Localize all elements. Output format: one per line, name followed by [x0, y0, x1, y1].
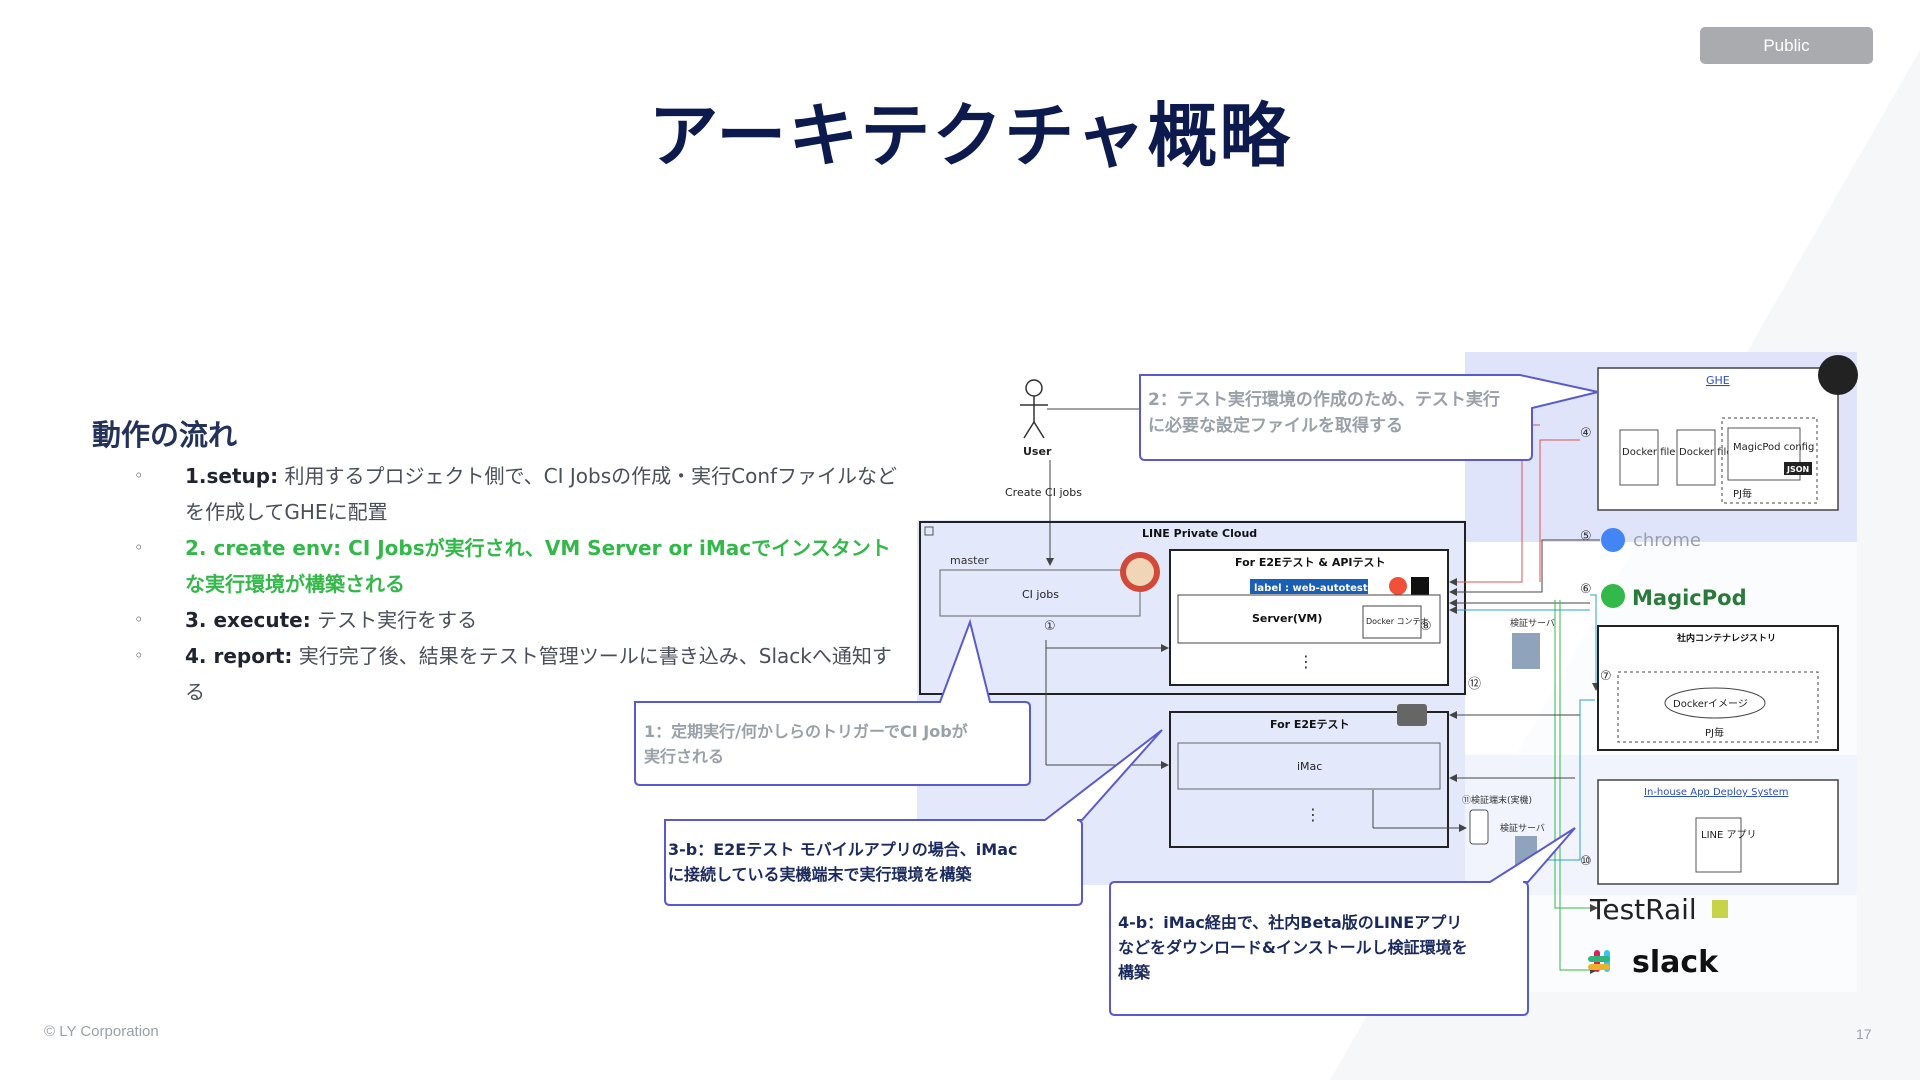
e2e-imac-box — [1169, 711, 1449, 848]
magicpod-icon — [1601, 584, 1625, 608]
e2e-api-title: For E2Eテスト & APIテスト — [1235, 556, 1385, 569]
callout-2 — [1139, 374, 1599, 461]
verify-device-label: ⑪検証端末(実機) — [1462, 794, 1532, 806]
chrome-icon — [1601, 528, 1625, 552]
dots-vm: ⋮ — [1298, 652, 1314, 671]
flow-item-text: 利用するプロジェクト側で、CI Jobsの作成・実行Confファイルなどを作成し… — [185, 464, 898, 524]
flow-item-text: CI Jobsが実行され、VM Server or iMacでインスタント な実… — [185, 536, 891, 596]
pj-each-label: PJ毎 — [1733, 487, 1752, 500]
registry-label: 社内コンテナレジストリ — [1676, 632, 1776, 644]
flow-item-text: 実行完了後、結果をテスト管理ツールに書き込み、Slackへ通知する — [185, 644, 892, 704]
pj-group-2 — [1617, 671, 1819, 743]
flow-item-text: テスト実行をする — [310, 608, 478, 632]
callout-1-line1: 1：定期実行/何かしらのトリガーでCI Jobが — [644, 722, 968, 741]
bullet-icon: ◦ — [134, 466, 144, 485]
github-icon — [1818, 355, 1858, 395]
circle4-label: ④ — [1580, 426, 1592, 441]
docker-image-label: Dockerイメージ — [1673, 699, 1748, 710]
circle8-label: ⑧ — [1420, 619, 1432, 634]
dockerfile-2-label: Docker file — [1679, 447, 1732, 458]
docker-container-box — [1362, 605, 1422, 639]
private-cloud-box — [919, 521, 1466, 695]
flow-item-setup: ◦ 1.setup: 利用するプロジェクト側で、CI Jobsの作成・実行Con… — [130, 458, 900, 530]
slack-logo: slack — [1632, 945, 1719, 980]
page-title: アーキテクチャ概略 — [648, 95, 1292, 177]
phone-icon — [1469, 809, 1489, 845]
callout-4-line3: 構築 — [1118, 963, 1151, 982]
json-tag: JSON — [1786, 465, 1809, 474]
magicpod-config-label: MagicPod config — [1733, 442, 1814, 453]
docker-container-label: Docker コンテナ — [1366, 617, 1429, 626]
flow-list: ◦ 1.setup: 利用するプロジェクト側で、CI Jobsの作成・実行Con… — [130, 458, 900, 710]
deploy-system-label: In-house App Deploy System — [1644, 787, 1788, 798]
flow-item-key: 4. report: — [185, 644, 293, 668]
flow-item-key: 2. create env: — [185, 536, 349, 560]
magicpod-label: MagicPod — [1632, 586, 1747, 610]
ci-jobs-box — [939, 569, 1141, 617]
circle10-label: ⑩ — [1580, 854, 1592, 869]
flow-item-create-env: ◦ 2. create env: CI Jobsが実行され、VM Server … — [130, 530, 900, 602]
flow-item-execute: ◦ 3. execute: テスト実行をする — [130, 602, 900, 638]
callout-4-line2: などをダウンロード&インストールし検証環境を — [1118, 938, 1468, 957]
slack-icon — [1588, 950, 1610, 972]
ci-jobs-label: CI jobs — [1022, 588, 1059, 601]
label-tag: label : web-autotest — [1254, 583, 1368, 594]
flow-item-key: 1.setup: — [185, 464, 279, 488]
chrome-label: chrome — [1633, 530, 1701, 551]
appium-icon — [1411, 577, 1429, 595]
master-label: master — [950, 554, 989, 567]
bullet-icon: ◦ — [134, 646, 144, 665]
footer-copyright: © LY Corporation — [44, 1023, 159, 1040]
callout-2-line1: 2：テスト実行環境の作成のため、テスト実行 — [1148, 389, 1500, 410]
user-label: User — [1023, 445, 1052, 458]
flow-item-key: 3. execute: — [185, 608, 311, 632]
circle1-label: ① — [1044, 619, 1056, 634]
server-icon — [1512, 633, 1540, 669]
flow-heading: 動作の流れ — [92, 418, 238, 452]
testrail-logo: TestRail — [1589, 893, 1697, 926]
docker-image-ellipse — [1664, 687, 1766, 719]
dockerfile-1 — [1619, 429, 1659, 486]
create-jobs-label: Create CI jobs — [1005, 486, 1082, 499]
swift-icon — [1389, 577, 1407, 595]
callout-3-line2: に接続している実機端末で実行環境を構築 — [668, 865, 973, 884]
ghe-label: GHE — [1706, 374, 1730, 387]
bullet-icon: ◦ — [134, 538, 144, 557]
e2e-title: For E2Eテスト — [1270, 718, 1350, 731]
imac-box — [1177, 742, 1441, 790]
testrail-icon — [1712, 900, 1728, 918]
private-cloud-label: LINE Private Cloud — [1142, 527, 1257, 540]
line-app-doc — [1695, 817, 1742, 873]
white-panel — [1465, 542, 1857, 992]
dockerfile-2 — [1676, 429, 1716, 486]
circle7-label: ⑦ — [1600, 669, 1612, 684]
line-app-label: LINE アプリ — [1701, 829, 1757, 841]
callout-2-line2: に必要な設定ファイルを取得する — [1148, 415, 1403, 436]
callout-4 — [1109, 827, 1576, 1016]
callout-1-line2: 実行される — [644, 747, 724, 766]
page-number: 17 — [1856, 1026, 1872, 1042]
callout-3-line1: 3-b：E2Eテスト モバイルアプリの場合、iMac — [668, 840, 1017, 859]
verify-server2-label: 検証サーバ — [1500, 822, 1545, 834]
imac-label: iMac — [1297, 760, 1322, 773]
circle6-label: ⑥ — [1580, 582, 1592, 597]
circle12-label: ⑫ — [1468, 677, 1481, 692]
verify-server-label: 検証サーバ — [1510, 617, 1555, 629]
apple-icon — [1397, 704, 1427, 726]
flow-item-report: ◦ 4. report: 実行完了後、結果をテスト管理ツールに書き込み、Slac… — [130, 638, 900, 710]
dots-imac: ⋮ — [1305, 805, 1321, 824]
circle5-label: ⑤ — [1580, 529, 1592, 544]
user-icon — [1020, 379, 1048, 439]
callout-1 — [634, 618, 1031, 786]
callout-4-line1: 4-b：iMac経由で、社内Beta版のLINEアプリ — [1118, 913, 1462, 932]
callout-3 — [664, 729, 1163, 906]
pj-each2-label: PJ毎 — [1705, 726, 1724, 739]
public-badge: Public — [1700, 27, 1873, 64]
server-vm-label: Server(VM) — [1252, 612, 1322, 625]
dockerfile-1-label: Docker file — [1622, 447, 1675, 458]
bullet-icon: ◦ — [134, 610, 144, 629]
